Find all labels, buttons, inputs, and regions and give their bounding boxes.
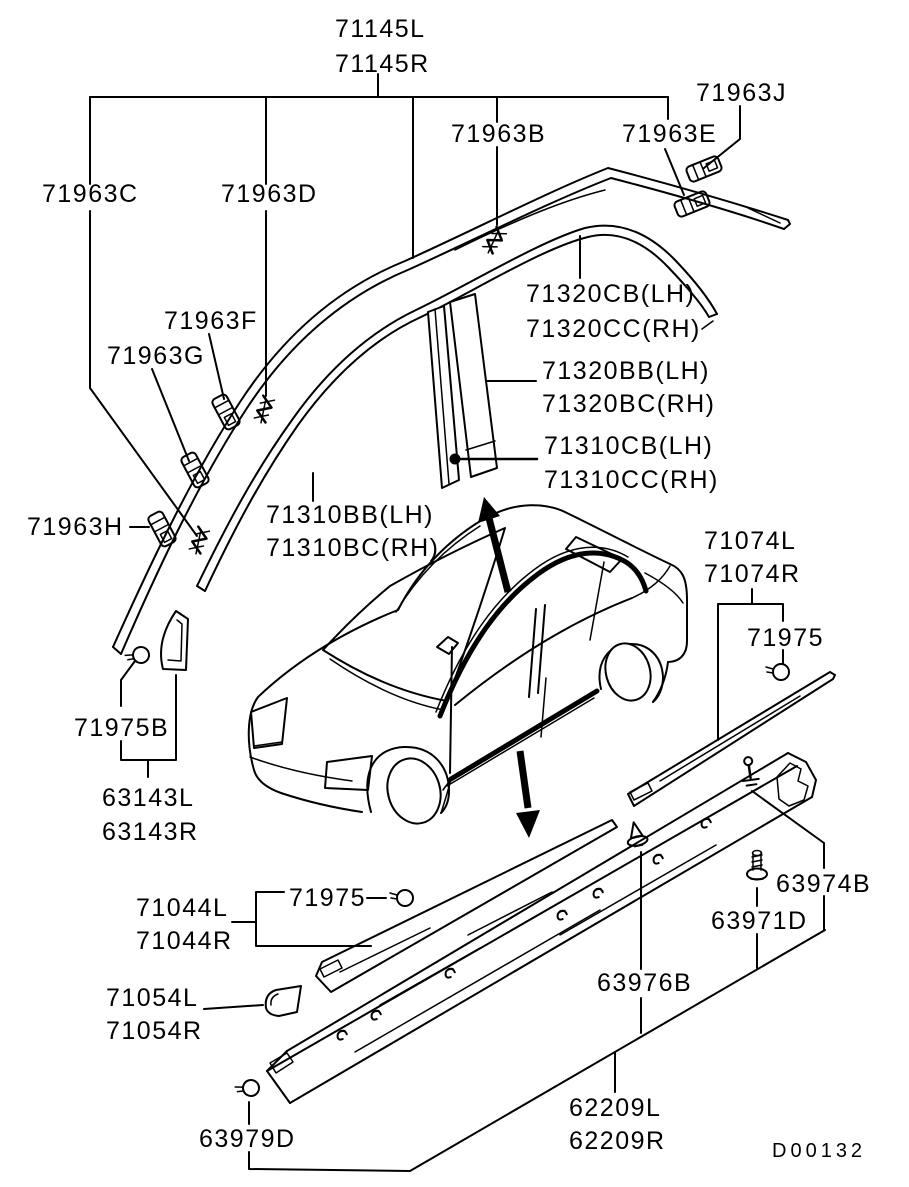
corner-garnish-63143 — [120, 610, 189, 778]
roof-drip-molding-71145 — [112, 167, 791, 655]
sill-molding-62209 — [266, 752, 817, 1104]
part-label-71044R: 71044R — [136, 927, 233, 955]
part-label-71054L: 71054L — [106, 984, 198, 1012]
car-illustration — [247, 504, 688, 825]
part-label-71963H: 71963H — [27, 513, 124, 541]
front-wheel — [386, 757, 442, 825]
drawing-code: D00132 — [772, 1140, 866, 1162]
part-label-63143L: 63143L — [102, 784, 194, 812]
part-label-71963B: 71963B — [451, 120, 546, 148]
clip-71963C-icon — [187, 525, 211, 557]
car-roof-molding-highlight — [437, 550, 649, 719]
pointer-arrows — [478, 497, 540, 838]
headlight — [250, 697, 288, 749]
roof-molding-clips — [129, 154, 724, 557]
arrow-down-shaft — [516, 750, 532, 809]
part-label-63979D: 63979D — [199, 1125, 296, 1153]
b-pillar-lines — [528, 604, 546, 698]
part-label-63974B: 63974B — [776, 870, 871, 898]
top-bracket-lines — [89, 73, 741, 537]
part-label-71963G: 71963G — [107, 342, 205, 370]
part-label-71145R: 71145R — [335, 50, 430, 78]
window-upper-molding-71320 — [196, 224, 718, 592]
molding-end-cap-71054 — [203, 985, 302, 1017]
part-label-71963J: 71963J — [696, 79, 787, 107]
part-label-71310BB: 71310BB(LH) — [266, 501, 434, 529]
part-label-71320CB: 71320CB(LH) — [526, 280, 695, 308]
part-label-71074L: 71074L — [704, 527, 796, 555]
door-molding-71074 — [627, 588, 836, 807]
pillar-tapes-71310-71320 — [312, 293, 539, 502]
part-label-63976B: 63976B — [597, 969, 692, 997]
bottom-bracket-lines — [248, 790, 826, 1172]
part-label-63143R: 63143R — [102, 818, 199, 846]
part-label-71963C: 71963C — [42, 180, 139, 208]
rear-window — [565, 536, 623, 573]
part-label-71320BC: 71320BC(RH) — [542, 390, 716, 418]
clip-71963D-icon — [252, 394, 276, 426]
part-label-62209L: 62209L — [569, 1094, 661, 1122]
pillar-tape-pointer-dot — [449, 453, 461, 465]
part-label-71975B: 71975B — [74, 714, 169, 742]
side-mirror — [436, 636, 459, 655]
part-label-71145L: 71145L — [335, 15, 426, 43]
clip-63979D-icon — [233, 1077, 262, 1101]
part-label-71310CC: 71310CC(RH) — [544, 466, 719, 494]
part-label-71310BC: 71310BC(RH) — [266, 534, 440, 562]
clip-71975-mid-icon — [389, 889, 414, 907]
part-label-71963D: 71963D — [221, 180, 318, 208]
screw-63971D-icon — [746, 849, 768, 881]
part-label-71975-right: 71975 — [747, 624, 824, 652]
part-label-71044L: 71044L — [136, 894, 228, 922]
car-sill-molding-highlight — [448, 688, 600, 782]
part-label-63971D: 63971D — [711, 907, 808, 935]
part-label-71310CB: 71310CB(LH) — [544, 432, 713, 460]
part-label-71054R: 71054R — [106, 1017, 203, 1045]
part-label-71963F: 71963F — [164, 307, 258, 335]
arrow-up-shaft — [485, 517, 512, 593]
clip-71963G-icon — [178, 450, 212, 490]
windshield — [322, 527, 506, 702]
part-labels: 71145L 71145R 71963J 71963B 71963E 71963… — [27, 15, 871, 1162]
part-label-71963E: 71963E — [622, 120, 717, 148]
clip-71975B-icon — [123, 643, 153, 669]
part-label-62209R: 62209R — [569, 1127, 666, 1155]
part-label-71320CC: 71320CC(RH) — [526, 315, 701, 343]
part-label-71074R: 71074R — [704, 560, 801, 588]
part-label-71975-mid: 71975 — [289, 884, 366, 912]
arrow-up-head-icon — [478, 497, 500, 523]
clip-71975-right-icon — [765, 663, 790, 681]
part-label-71320BB: 71320BB(LH) — [542, 357, 710, 385]
clip-71963J-icon — [684, 154, 724, 184]
arrow-down-head-icon — [516, 810, 540, 838]
rear-wheel — [604, 642, 652, 702]
sill-fasteners — [233, 754, 768, 1101]
door-molding-71044 — [231, 819, 618, 993]
